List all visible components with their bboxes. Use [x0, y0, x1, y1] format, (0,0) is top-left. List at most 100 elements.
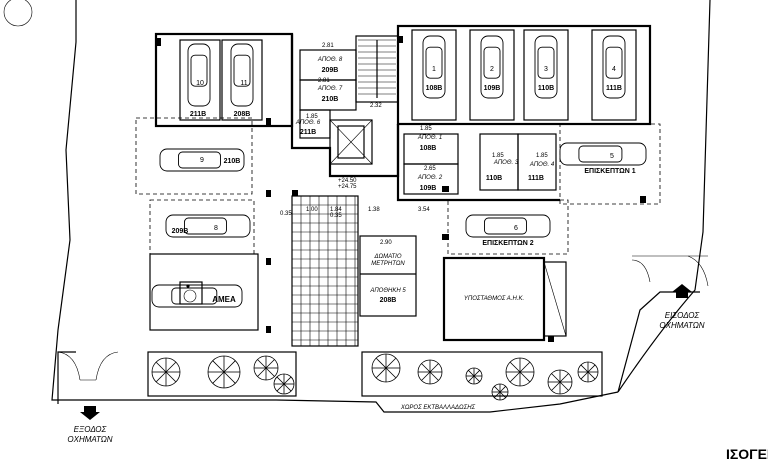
storage-unit: 211Β — [300, 129, 316, 136]
parking-cars — [151, 29, 647, 308]
tree-icon — [417, 359, 443, 385]
tree-branch — [223, 371, 236, 384]
parking-bay — [411, 29, 457, 121]
tree-branch — [499, 386, 506, 393]
parking-unit: 211Β — [190, 111, 206, 118]
tree-branch — [385, 367, 397, 379]
car-icon — [159, 148, 245, 172]
tree-branch — [265, 359, 275, 369]
tree-branch — [499, 391, 506, 398]
tree-branch — [375, 367, 387, 379]
parking-unit: ΕΠΙΣΚΕΠΤΩΝ 2 — [482, 240, 533, 247]
tree-branch — [559, 373, 569, 383]
exit-label-1: ΕΞΟΔΟΣ — [74, 425, 108, 434]
exit-label-2: ΟΧΗΜΑΤΩΝ — [67, 435, 112, 444]
tree-icon — [505, 357, 535, 387]
dimension: 1.38 — [368, 207, 380, 213]
storage-label: ΑΠΟΘ. 8 — [317, 57, 343, 63]
storage5-label: ΑΠΟΘΗΚΗ 5 — [369, 288, 406, 294]
tree-icon — [253, 355, 279, 381]
car-roof — [484, 217, 527, 235]
storage-unit: 210Β — [322, 96, 339, 103]
car-icon — [559, 142, 647, 166]
storage-6-room — [299, 109, 331, 139]
tree-branch — [468, 370, 475, 377]
tree-branch — [421, 371, 431, 381]
planting-strip — [147, 351, 603, 401]
tree-branch — [551, 381, 561, 391]
car-roof — [605, 46, 623, 79]
car-icon — [151, 284, 243, 308]
tree-branch — [223, 360, 236, 373]
parking-unit: ΕΠΙΣΚΕΠΤΩΝ 1 — [584, 168, 635, 175]
meter-room-label-1: ΔΩΜΑΤΙΟ — [373, 254, 401, 260]
car-icon — [165, 214, 251, 238]
tree-branch — [519, 371, 531, 383]
tree-branch — [385, 357, 397, 369]
tree-branch — [212, 371, 225, 384]
dimension: 2.81 — [322, 43, 334, 49]
parking-unit: 110Β — [538, 85, 554, 92]
tree-branch — [559, 381, 569, 391]
car-roof — [537, 46, 555, 79]
corner-tree-icon — [3, 0, 33, 27]
exit-arrow-icon — [80, 406, 100, 420]
car-roof — [233, 54, 251, 87]
landscape-label: ΧΩΡΟΣ ΕΚΤΒΑΛΛΑΔΩΣΗΣ — [400, 405, 476, 411]
parking-number: 11 — [240, 80, 247, 87]
dimension: 3.54 — [418, 207, 430, 213]
tree-icon — [207, 355, 241, 389]
dimension: 2.81 — [318, 78, 330, 84]
parking-unit: 109Β — [484, 85, 501, 92]
parking-unit: 111Β — [606, 85, 622, 92]
tree-branch — [421, 363, 431, 373]
tree-icon — [465, 367, 483, 385]
tree-branch — [276, 376, 285, 385]
tree-branch — [551, 373, 561, 383]
parking-bay — [179, 39, 221, 121]
car-roof — [178, 151, 221, 169]
parking-number: 2 — [490, 66, 494, 73]
car-icon — [187, 43, 211, 107]
parking-bay — [591, 29, 637, 121]
ramp-grid — [291, 195, 359, 347]
car-icon — [465, 214, 551, 238]
tree-icon — [273, 373, 295, 395]
dimension: 0.35 — [280, 211, 292, 217]
tree-branch — [587, 371, 596, 380]
tree-branch — [165, 371, 177, 383]
tree-branch — [212, 360, 225, 373]
entrance-gate — [631, 255, 709, 287]
dimension: 1.85 — [306, 114, 318, 120]
tree-icon — [151, 357, 181, 387]
storage-8-room — [299, 49, 357, 81]
tree-branch — [473, 370, 480, 377]
tree-branch — [494, 391, 501, 398]
tree-branch — [375, 357, 387, 369]
entrance-label-1: ΕΙΣΟΔΟΣ — [665, 311, 701, 320]
tree-branch — [580, 371, 589, 380]
parking-number: 9 — [200, 157, 204, 164]
parking-number: 8 — [214, 225, 218, 232]
meter-room-label-2: ΜΕΤΡΗΤΩΝ — [371, 261, 405, 267]
car-icon — [480, 35, 504, 99]
storage-label: ΑΠΟΘ. 2 — [417, 175, 443, 181]
tree-branch — [257, 359, 267, 369]
parking-unit: ΑΜΕΑ — [212, 295, 236, 304]
dimension: 2.90 — [380, 240, 392, 246]
tree-branch — [468, 375, 475, 382]
dimension: 1.85 — [492, 153, 504, 159]
stair-treads — [358, 39, 396, 98]
tree-branch — [494, 386, 501, 393]
storage-label: ΑΠΟΘ. 3 — [493, 160, 519, 166]
tree-branch — [580, 364, 589, 373]
storage-7-room — [299, 79, 357, 111]
parking-bay — [523, 29, 569, 121]
car-roof — [190, 54, 208, 87]
parking-number: 5 — [610, 153, 614, 160]
storage-2-room — [403, 163, 459, 195]
parking-number: 1 — [432, 66, 436, 73]
tree-icon — [577, 361, 599, 383]
tree-branch — [519, 361, 531, 373]
elevator-shaft — [329, 119, 373, 165]
